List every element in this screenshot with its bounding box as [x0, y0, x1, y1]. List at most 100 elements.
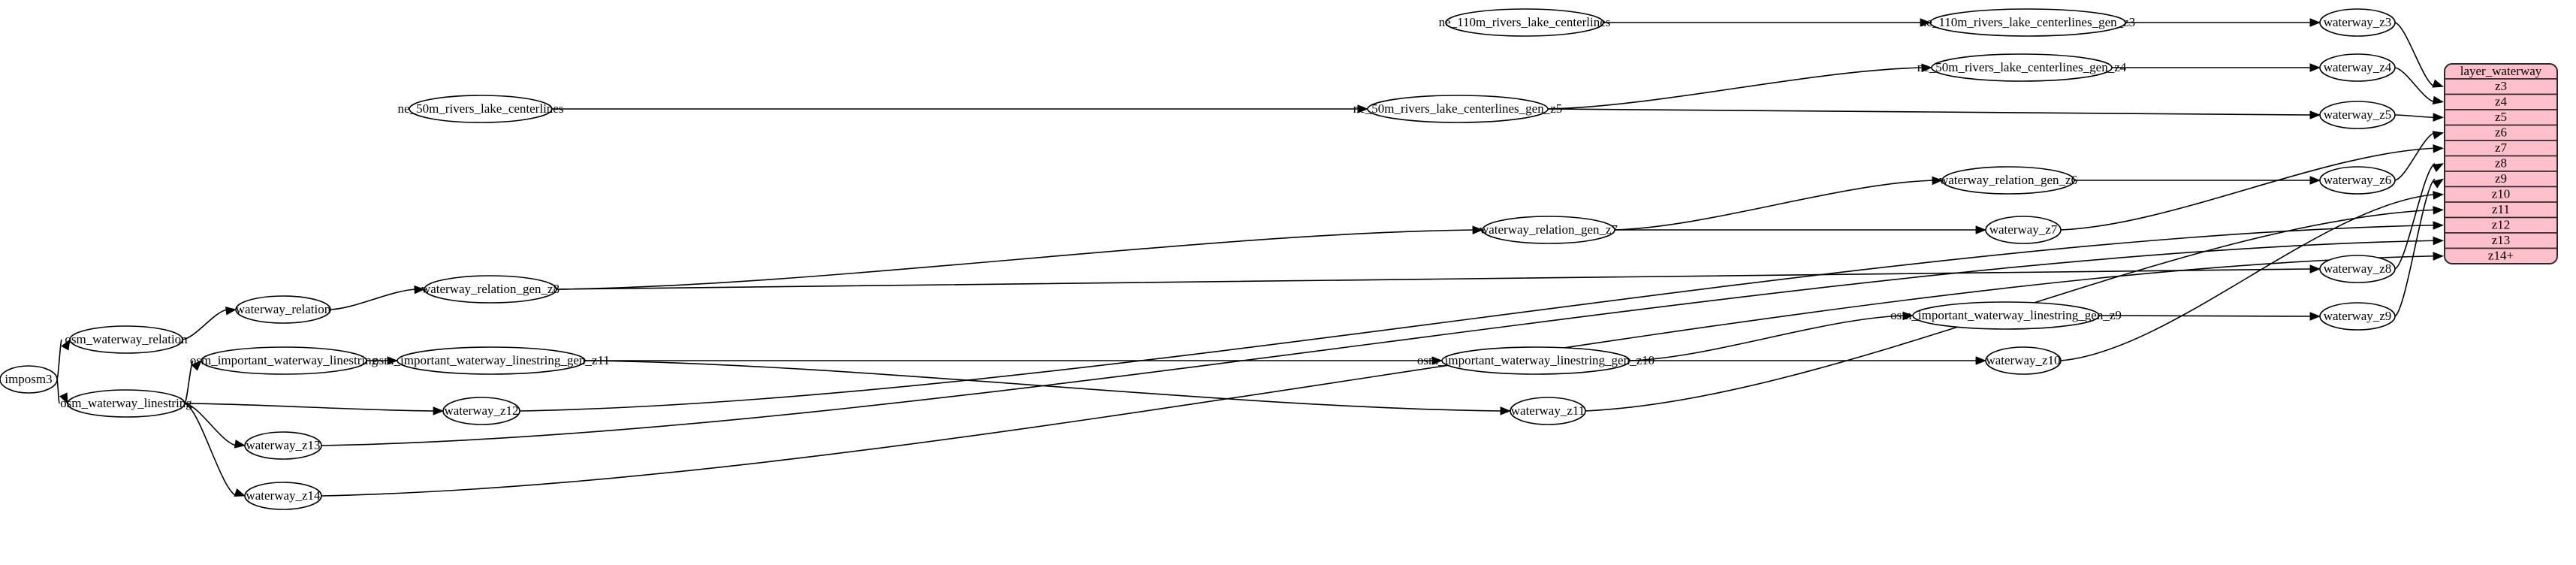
- node-waterway_relation_gen_z8[interactable]: waterway_relation_gen_z8: [421, 275, 560, 304]
- edge-arrowhead: [1975, 225, 1987, 234]
- node-waterway_z8[interactable]: waterway_z8: [2319, 255, 2396, 283]
- node-waterway_relation[interactable]: waterway_relation: [235, 295, 331, 324]
- node-waterway_z11[interactable]: waterway_z11: [1510, 397, 1586, 425]
- node-osm_important_waterway_linestring[interactable]: osm_important_waterway_linestring: [190, 346, 379, 375]
- edge-osm_important_waterway_linestring_gen_z11--to--osm_important_waterway_linestring_gen_z10: [585, 356, 1443, 365]
- node-waterway_z4[interactable]: waterway_z4: [2319, 53, 2396, 82]
- edge-line: [2394, 22, 2436, 88]
- edge-line: [556, 229, 1475, 290]
- edge-osm_important_waterway_linestring--to--osm_important_waterway_linestring_gen_z11: [366, 356, 399, 365]
- edge-arrowhead: [1472, 225, 1484, 234]
- node-shape: [67, 389, 186, 418]
- edge-waterway_relation_gen_z8--to--waterway_z8: [556, 264, 2321, 290]
- table-row-z4[interactable]: [2445, 93, 2557, 110]
- edge-osm_important_waterway_linestring_gen_z9--to--waterway_z9: [2098, 312, 2321, 321]
- edge-line: [2394, 178, 2436, 317]
- edge-line: [184, 403, 436, 412]
- node-osm_important_waterway_linestring_gen_z11[interactable]: osm_important_waterway_linestring_gen_z1…: [373, 346, 610, 375]
- edge-osm_important_waterway_linestring_gen_z10--to--osm_important_waterway_linestring_gen_z9: [1629, 311, 1914, 361]
- node-ne_110m_rivers_lake_centerlines_gen_z3[interactable]: ne_110m_rivers_lake_centerlines_gen_z3: [1920, 8, 2135, 37]
- node-waterway_z10[interactable]: waterway_z10: [1985, 346, 2062, 375]
- table-row-z14plus[interactable]: [2445, 247, 2557, 264]
- edge-waterway_z3--to--layer_waterway-z3: [2394, 22, 2445, 88]
- table-row-z9[interactable]: [2445, 171, 2557, 188]
- edge-arrowhead: [234, 440, 246, 449]
- edge-arrowhead: [2433, 206, 2445, 215]
- node-osm_waterway_relation[interactable]: osm_waterway_relation: [65, 325, 188, 354]
- node-waterway_z13[interactable]: waterway_z13: [244, 431, 322, 460]
- edge-waterway_z5--to--layer_waterway-z5: [2394, 113, 2445, 122]
- table-row-z13[interactable]: [2445, 232, 2557, 249]
- node-waterway_z3[interactable]: waterway_z3: [2319, 8, 2396, 37]
- edge-arrowhead: [2433, 252, 2445, 261]
- edge-arrowhead: [2309, 312, 2321, 321]
- edge-waterway_z7--to--layer_waterway-z7: [2060, 144, 2445, 231]
- node-waterway_z14[interactable]: waterway_z14: [244, 482, 322, 510]
- node-waterway_relation_gen_z6[interactable]: waterway_relation_gen_z6: [1939, 166, 2077, 195]
- edge-arrowhead: [2309, 18, 2321, 27]
- edge-arrowhead: [1975, 356, 1987, 365]
- table-row-z5[interactable]: [2445, 109, 2557, 126]
- edge-arrowhead: [225, 307, 237, 316]
- edge-ne_110m_rivers_lake_centerlines_gen_z3--to--waterway_z3: [2125, 18, 2321, 27]
- node-ne_50m_rivers_lake_centerlines[interactable]: ne_50m_rivers_lake_centerlines: [398, 95, 564, 123]
- edge-line: [321, 255, 2436, 497]
- node-shape: [2319, 53, 2396, 82]
- node-ne_50m_rivers_lake_centerlines_gen_z5[interactable]: ne_50m_rivers_lake_centerlines_gen_z5: [1353, 95, 1563, 123]
- edge-ne_50m_rivers_lake_centerlines_gen_z5--to--waterway_z5: [1547, 108, 2321, 119]
- node-ne_50m_rivers_lake_centerlines_gen_z4[interactable]: ne_50m_rivers_lake_centerlines_gen_z4: [1917, 53, 2127, 82]
- table-header-cell: [2445, 64, 2557, 80]
- edge-line: [182, 309, 228, 340]
- edge-arrowhead: [59, 392, 68, 404]
- node-waterway_relation_gen_z7[interactable]: waterway_relation_gen_z7: [1480, 216, 1618, 244]
- edge-arrowhead: [1357, 104, 1369, 113]
- node-shape: [2319, 101, 2396, 129]
- edge-imposm3--to--osm_waterway_linestring: [56, 379, 68, 404]
- table-row-z8[interactable]: [2445, 155, 2557, 172]
- edge-line: [2060, 193, 2436, 361]
- edge-arrowhead: [2432, 131, 2445, 140]
- node-shape: [409, 95, 553, 123]
- table-row-z6[interactable]: [2445, 124, 2557, 141]
- edge-arrowhead: [2432, 178, 2444, 189]
- node-shape: [397, 346, 586, 375]
- edge-waterway_z12--to--layer_waterway-z12: [519, 221, 2445, 412]
- node-waterway_z12[interactable]: waterway_z12: [442, 397, 520, 425]
- node-osm_important_waterway_linestring_gen_z10[interactable]: osm_important_waterway_linestring_gen_z1…: [1417, 346, 1654, 375]
- edge-line: [1547, 67, 1924, 110]
- table-row-z7[interactable]: [2445, 140, 2557, 157]
- edge-arrowhead: [1921, 63, 1933, 73]
- node-ne_110m_rivers_lake_centerlines[interactable]: ne_110m_rivers_lake_centerlines: [1439, 8, 1611, 37]
- table-row-z11[interactable]: [2445, 201, 2557, 219]
- table-row-z12[interactable]: [2445, 216, 2557, 234]
- edge-osm_waterway_relation--to--waterway_relation: [182, 307, 237, 340]
- node-shape: [2319, 302, 2396, 331]
- node-shape: [0, 365, 58, 394]
- edge-ne_50m_rivers_lake_centerlines--to--ne_50m_rivers_lake_centerlines_gen_z5: [552, 104, 1369, 113]
- table-row-z3[interactable]: [2445, 78, 2557, 95]
- edge-line: [2394, 131, 2436, 181]
- edge-waterway_z4--to--layer_waterway-z4: [2394, 67, 2445, 105]
- edge-line: [184, 360, 194, 404]
- edges-layer: [56, 18, 2445, 497]
- edge-line: [184, 403, 237, 446]
- node-waterway_z5[interactable]: waterway_z5: [2319, 101, 2396, 129]
- node-osm_important_waterway_linestring_gen_z9[interactable]: osm_important_waterway_linestring_gen_z9: [1890, 301, 2122, 330]
- edge-waterway_relation_gen_z6--to--waterway_z6: [2074, 176, 2321, 185]
- node-waterway_z9[interactable]: waterway_z9: [2319, 302, 2396, 331]
- node-waterway_z7[interactable]: waterway_z7: [1985, 216, 2062, 244]
- edge-line: [1629, 315, 1905, 361]
- edge-waterway_z14--to--layer_waterway-z14+: [321, 252, 2445, 497]
- edge-imposm3--to--osm_waterway_relation: [56, 339, 71, 380]
- edge-osm_waterway_linestring--to--waterway_z13: [184, 403, 246, 449]
- edge-waterway_relation--to--waterway_relation_gen_z8: [330, 285, 426, 310]
- node-osm_waterway_linestring[interactable]: osm_waterway_linestring: [60, 389, 192, 418]
- edge-arrowhead: [2433, 236, 2445, 246]
- node-waterway_z6[interactable]: waterway_z6: [2319, 166, 2396, 195]
- node-shape: [1510, 397, 1586, 425]
- node-imposm3[interactable]: imposm3: [0, 365, 58, 394]
- layer-waterway-table[interactable]: layer_waterwayz3z4z5z6z7z8z9z10z11z12z13…: [2444, 63, 2558, 264]
- table-row-z10[interactable]: [2445, 186, 2557, 203]
- node-shape: [1931, 53, 2113, 82]
